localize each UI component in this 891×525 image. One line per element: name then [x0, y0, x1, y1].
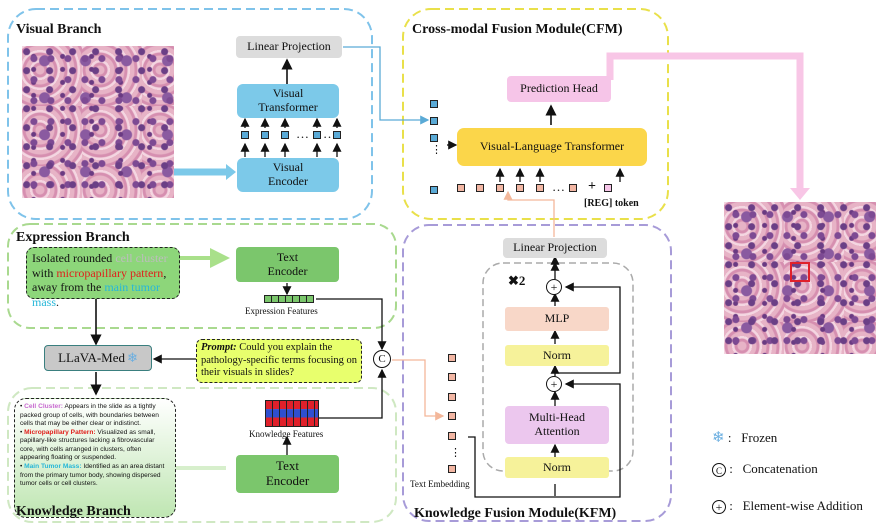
- cfm-title: Cross-modal Fusion Module(CFM): [412, 22, 623, 37]
- knowledge-term: Cell Cluster:: [24, 403, 63, 410]
- text-embedding-label: Text Embedding: [410, 479, 470, 489]
- expr-text-1: Isolated rounded: [32, 251, 116, 265]
- expr-text-2: with: [32, 265, 57, 280]
- knowledge-item-main-tumor: • Main Tumor Mass: Identified as an area…: [20, 462, 165, 488]
- plus-sign: +: [588, 179, 596, 194]
- cfm-text-token: [516, 184, 524, 192]
- cfm-visual-token: [430, 134, 438, 142]
- visual-transformer-box: Visual Transformer: [237, 84, 339, 118]
- concat-icon: C: [712, 463, 726, 478]
- visual-token-ellipsis: …: [296, 126, 309, 141]
- snowflake-icon: ❄: [712, 430, 725, 446]
- legend-frozen-label: : Frozen: [727, 430, 778, 445]
- knowledge-item-cell-cluster: • Cell Cluster: Appears in the slide as …: [20, 403, 159, 428]
- add-node-top: +: [546, 279, 562, 295]
- visual-branch-title: Visual Branch: [16, 22, 102, 37]
- expr-text-4: .: [56, 294, 59, 309]
- reg-token-label: [REG] token: [584, 198, 639, 209]
- prediction-head-box: Prediction Head: [507, 76, 611, 102]
- kfm-frame: [402, 224, 672, 522]
- expression-text-box: Isolated rounded cell cluster with micro…: [26, 247, 180, 309]
- multi-head-attention-box: Multi-Head Attention: [505, 406, 609, 444]
- visual-token: [241, 131, 249, 139]
- pathology-slide-image: [22, 46, 174, 198]
- vb-linear-projection: Linear Projection: [236, 36, 342, 58]
- cfm-frame: [402, 8, 669, 220]
- llava-med-box: LLaVA-Med ❄: [44, 345, 152, 371]
- legend-concatenation: C : Concatenation: [712, 461, 818, 478]
- result-slide-image: [724, 202, 876, 354]
- prompt-label: Prompt:: [201, 342, 237, 353]
- knowledge-features-label: Knowledge Features: [249, 429, 324, 439]
- cfm-text-token: [536, 184, 544, 192]
- cfm-visual-token: [430, 186, 438, 194]
- expression-feature-bar: [264, 295, 314, 303]
- norm-box-lower: Norm: [505, 457, 609, 478]
- llava-med-label: LLaVA-Med: [58, 349, 125, 365]
- visual-token-ellipsis: …: [323, 126, 336, 141]
- visual-token: [313, 131, 321, 139]
- text-embedding-token: [448, 354, 456, 362]
- reg-token: [604, 184, 612, 192]
- cfm-text-token: [496, 184, 504, 192]
- legend: ❄ : Frozen C : Concatenation + : Element…: [712, 428, 890, 522]
- expression-text-encoder: Text Encoder: [236, 247, 339, 282]
- knowledge-item-micropapillary: • Micropapillary Pattern: Visualized as …: [20, 428, 156, 462]
- visual-token: [333, 131, 341, 139]
- visual-token: [261, 131, 269, 139]
- knowledge-desc: Identified as an area distant from the p…: [20, 462, 165, 488]
- norm-box-upper: Norm: [505, 345, 609, 366]
- cfm-text-token: [457, 184, 465, 192]
- add-icon: +: [712, 500, 726, 515]
- text-embedding-token: [448, 393, 456, 401]
- knowledge-text-box: • Cell Cluster: Appears in the slide as …: [14, 398, 176, 518]
- cfm-token-ellipsis: ⋮: [431, 144, 442, 156]
- knowledge-text-encoder: Text Encoder: [236, 455, 339, 493]
- expr-text-3: , away from the: [32, 265, 167, 295]
- knowledge-branch-frame: [7, 387, 397, 523]
- visual-branch-frame: [7, 8, 373, 220]
- knowledge-branch-title: Knowledge Branch: [16, 504, 131, 519]
- prompt-text: Could you explain the pathology-specific…: [201, 342, 358, 379]
- kfm-title: Knowledge Fusion Module(KFM): [414, 506, 617, 521]
- expr-term-main-tumor: main tumor mass: [32, 280, 160, 309]
- knowledge-desc: Visualized as small, papillary-like stru…: [20, 428, 156, 462]
- prompt-box: Prompt: Could you explain the pathology-…: [196, 339, 362, 383]
- predicted-region-box: [790, 262, 810, 282]
- expression-branch-title: Expression Branch: [16, 230, 130, 245]
- expr-term-cell-cluster: cell cluster: [115, 251, 168, 265]
- legend-frozen: ❄ : Frozen: [712, 428, 777, 447]
- knowledge-term: Micropapillary Pattern:: [24, 428, 96, 436]
- knowledge-term: Main Tumor Mass:: [24, 462, 82, 470]
- text-embedding-ellipsis: ⋮: [450, 447, 461, 459]
- visual-token: [281, 131, 289, 139]
- text-embedding-token: [448, 432, 456, 440]
- cfm-text-ellipsis: …: [552, 179, 565, 194]
- cfm-visual-token: [430, 117, 438, 125]
- text-embedding-token: [448, 465, 456, 473]
- concat-symbol: C: [378, 353, 386, 365]
- legend-addition-label: : Element-wise Addition: [729, 498, 863, 513]
- expression-features-label: Expression Features: [245, 306, 318, 316]
- knowledge-desc: Appears in the slide as a tightly packed…: [20, 403, 159, 428]
- add-node-bottom: +: [546, 376, 562, 392]
- mlp-box: MLP: [505, 307, 609, 331]
- expression-branch-frame: [7, 223, 397, 329]
- cfm-text-token: [476, 184, 484, 192]
- snowflake-icon: ❄: [127, 349, 138, 365]
- text-embedding-token: [448, 412, 456, 420]
- legend-concatenation-label: : Concatenation: [729, 461, 818, 476]
- visual-language-transformer-box: Visual-Language Transformer: [457, 128, 647, 166]
- visual-encoder-box: Visual Encoder: [237, 158, 339, 192]
- concatenation-node: C: [373, 350, 391, 368]
- cfm-visual-token: [430, 100, 438, 108]
- cfm-text-token: [569, 184, 577, 192]
- expr-term-micropapillary: micropapillary pattern: [56, 265, 164, 280]
- legend-addition: + : Element-wise Addition: [712, 498, 863, 515]
- text-embedding-token: [448, 373, 456, 381]
- kfm-linear-projection: Linear Projection: [503, 238, 607, 258]
- repeat-x2-label: ✖2: [508, 273, 526, 288]
- knowledge-feature-grid: [265, 400, 319, 427]
